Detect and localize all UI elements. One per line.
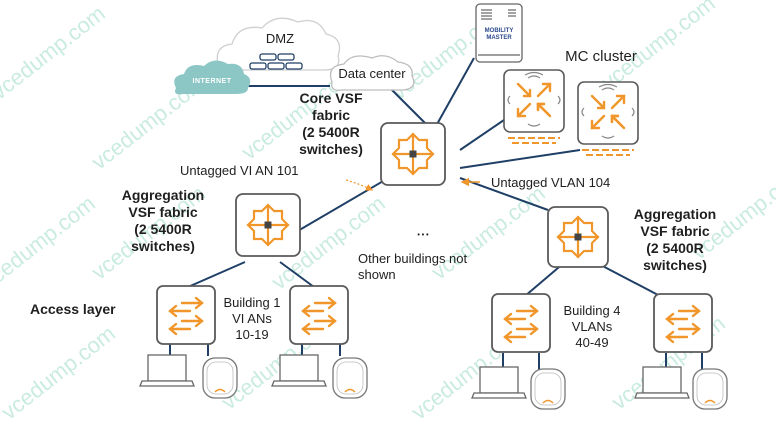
- access-point-icon: [202, 357, 238, 399]
- core-switch: [380, 122, 446, 186]
- access-layer-label: Access layer: [30, 301, 116, 317]
- mobility-master: [475, 3, 523, 63]
- link-aggleft-access1: [187, 261, 246, 288]
- aggregation-switch-right: [547, 206, 609, 268]
- other-buildings-label: Other buildings not shown: [358, 251, 498, 283]
- building4-line: 40-49: [575, 334, 609, 350]
- building1-line: Building 1: [223, 295, 281, 310]
- link-aggleft-access2: [279, 261, 315, 288]
- agg-left-label: Aggregation VSF fabric (2 5400R switches…: [110, 187, 216, 255]
- building1-line: 10-19: [235, 326, 269, 342]
- firewall-icon: [249, 53, 303, 70]
- agg-left-label-line: switches): [131, 238, 195, 255]
- link-datacenter-core: [389, 87, 429, 127]
- vlan101-label: Untagged VI AN 101: [180, 163, 299, 178]
- link-core-aggleft: [295, 179, 386, 233]
- mobility-master-label: MOBILITY MASTER: [476, 28, 522, 41]
- core-label-line: fabric: [311, 107, 351, 124]
- building1-line: VI ANs: [232, 310, 272, 326]
- access-point-icon: [530, 368, 566, 410]
- dmz-label: DMZ: [265, 31, 295, 46]
- access-switch-b1-1: [156, 285, 216, 345]
- other-buildings-line1: Other buildings not: [358, 251, 468, 266]
- mc-cluster-label: MC cluster: [565, 48, 637, 65]
- aggregation-switch-left: [235, 193, 301, 257]
- vlan101-arrow-icon: [345, 179, 374, 191]
- mc-controller-2: [577, 81, 639, 156]
- agg-left-label-line: (2 5400R: [134, 221, 192, 238]
- access-point-icon: [692, 368, 728, 410]
- laptop-icon: [139, 354, 195, 387]
- link-mc1-core: [459, 119, 505, 151]
- laptop-icon: [634, 366, 690, 399]
- agg-right-label-line: switches): [643, 257, 707, 274]
- agg-right-label: Aggregation VSF fabric (2 5400R switches…: [620, 206, 730, 274]
- building4-line: VLANs: [571, 318, 613, 334]
- mobility-master-line1: MOBILITY: [484, 28, 514, 34]
- link-mm-core: [435, 57, 475, 127]
- core-label-line: switches): [299, 141, 363, 158]
- dmz-cloud: [216, 17, 341, 72]
- vlan104-label: Untagged VLAN 104: [491, 175, 611, 190]
- datacenter-cloud: [329, 55, 415, 91]
- building1-label: Building 1 VI ANs 10-19: [212, 295, 292, 343]
- agg-left-label-line: Aggregation: [121, 187, 205, 203]
- agg-right-label-line: (2 5400R: [646, 240, 704, 257]
- other-buildings-ellipsis: • • •: [417, 232, 429, 239]
- link-mc2-core: [459, 149, 581, 169]
- access-switch-b4-1: [491, 293, 551, 353]
- core-label: Core VSF fabric (2 5400R switches): [286, 90, 376, 158]
- other-buildings-line2: shown: [358, 266, 396, 282]
- agg-right-label-line: VSF fabric: [640, 223, 710, 240]
- laptop-icon: [271, 354, 327, 387]
- access-switch-b4-2: [653, 293, 713, 353]
- internet-cloud: [174, 60, 251, 95]
- laptop-icon: [471, 366, 527, 399]
- agg-right-label-line: Aggregation: [633, 206, 717, 222]
- internet-label: INTERNET: [192, 78, 232, 85]
- core-label-line: Core VSF: [299, 90, 363, 106]
- datacenter-label: Data center: [338, 66, 406, 81]
- core-label-line: (2 5400R: [302, 124, 360, 141]
- building4-label: Building 4 VLANs 40-49: [552, 303, 632, 351]
- access-switch-b1-2: [289, 285, 349, 345]
- building4-line: Building 4: [563, 303, 621, 318]
- access-point-icon: [332, 357, 368, 399]
- mobility-master-line2: MASTER: [486, 34, 512, 41]
- link-aggright-access4: [594, 261, 661, 297]
- agg-left-label-line: VSF fabric: [128, 204, 198, 221]
- mc-controller-1: [503, 69, 565, 144]
- link-core-aggright: [459, 177, 549, 211]
